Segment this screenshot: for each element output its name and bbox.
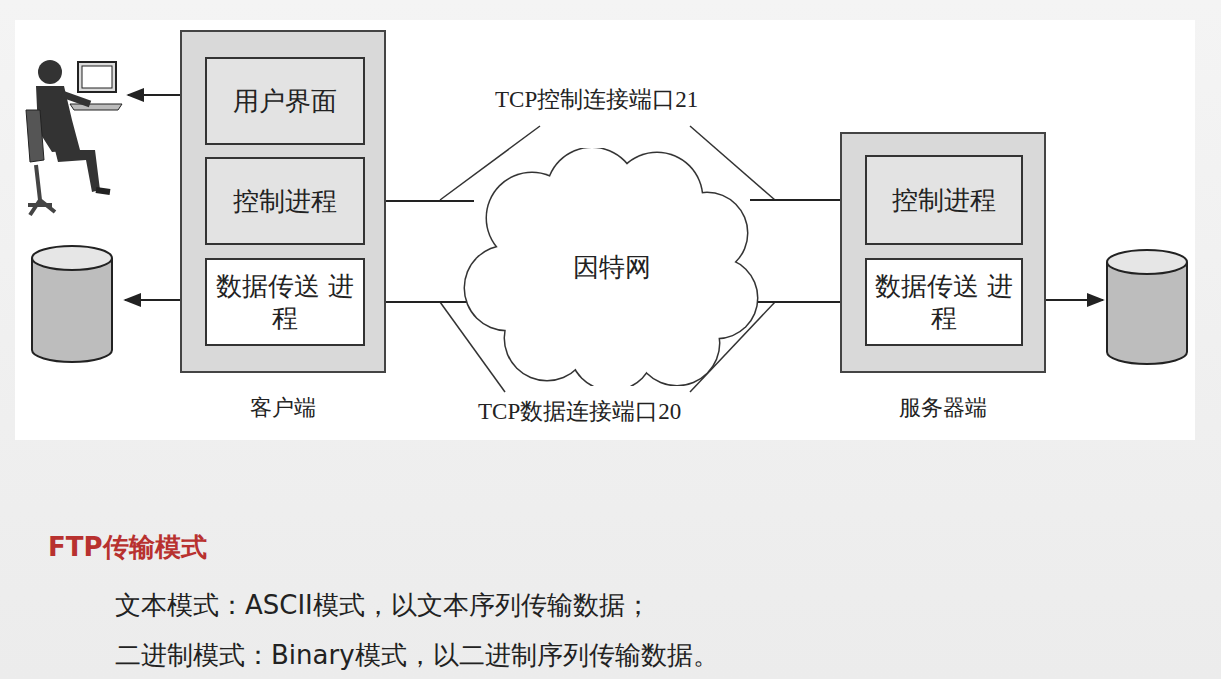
process-box: 控制进程: [865, 155, 1023, 245]
section-title: FTP传输模式: [48, 530, 207, 565]
node-label: 数据传送 进程: [873, 270, 1015, 335]
disk-client: [32, 246, 112, 362]
body-text: 二进制模式：Binary模式，以二进制序列传输数据。: [115, 638, 719, 673]
node-label: 控制进程: [892, 184, 996, 217]
node-label: 数据传送 进程: [213, 270, 357, 335]
user-icon: [26, 60, 122, 215]
port-label: TCP数据连接端口20: [475, 396, 684, 427]
port-label: TCP控制连接端口21: [492, 84, 701, 115]
server-box: 服务器端控制进程数据传送 进程: [840, 132, 1046, 373]
process-box: 控制进程: [205, 157, 365, 245]
process-box: 用户界面: [205, 57, 365, 145]
process-box: 数据传送 进程: [205, 258, 365, 346]
disk-server: [1107, 250, 1187, 364]
side-heading: 客户端: [182, 393, 384, 423]
node-label: 控制进程: [233, 185, 337, 218]
side-heading: 服务器端: [842, 393, 1044, 423]
client-box: 客户端用户界面控制进程数据传送 进程: [180, 30, 386, 373]
node-label: 因特网: [573, 251, 651, 284]
leader-lines: [440, 126, 775, 392]
process-box: 数据传送 进程: [865, 258, 1023, 346]
internet-cloud: 因特网: [462, 148, 762, 386]
node-label: 用户界面: [233, 85, 337, 118]
body-text: 文本模式：ASCII模式，以文本序列传输数据；: [115, 588, 651, 623]
